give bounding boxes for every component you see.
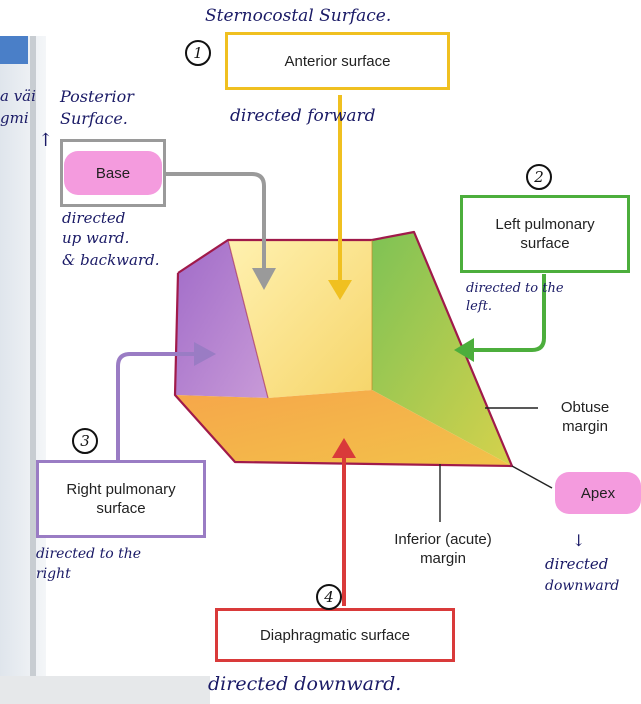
note-posterior: Posterior <box>60 87 134 106</box>
left-pulmonary-arrow <box>454 274 546 362</box>
anterior-surface-box: Anterior surface <box>225 32 450 90</box>
note-base-2: up ward. <box>62 229 130 247</box>
left-pulmonary-box: Left pulmonary surface <box>460 195 630 273</box>
diaphragmatic-face <box>175 390 512 466</box>
note-surface: Surface. <box>60 109 128 128</box>
note-apex-arrow: ↓ <box>572 531 586 550</box>
note-apex-2: downward <box>545 578 620 594</box>
note-arrow-up: ↑ <box>38 130 54 151</box>
note-right-2: right <box>36 566 71 582</box>
right-pulmonary-arrow <box>116 342 216 462</box>
apex-leader <box>511 465 553 489</box>
note-left-1: directed to the <box>466 281 564 296</box>
base-pill: Base <box>64 151 162 195</box>
obtuse-margin-label: Obtuse margin <box>560 399 610 435</box>
diaphragmatic-arrow <box>332 438 356 606</box>
note-base-3: & backward. <box>62 251 160 269</box>
diaphragmatic-surface-box: Diaphragmatic surface <box>215 608 455 662</box>
note-sternocostal: Sternocostal Surface. <box>205 6 392 26</box>
anterior-arrow <box>328 95 352 300</box>
note-anterior-direction: directed forward <box>230 106 376 126</box>
base-box: Base <box>60 139 166 207</box>
note-base-1: directed <box>62 209 126 227</box>
note-diaphragm: directed downward. <box>208 673 402 695</box>
inferior-margin-label: Inferior (acute) margin <box>394 531 492 567</box>
left-pulmonary-face <box>372 232 512 466</box>
apex-pill: Apex <box>555 472 641 514</box>
note-left-2: left. <box>466 299 493 314</box>
number-2-circle: 2 <box>526 164 552 190</box>
note-right-1: directed to the <box>36 546 142 562</box>
note-posterior-prefix: a väi <box>0 87 36 105</box>
number-1-circle: 1 <box>185 40 211 66</box>
base-arrow <box>166 172 276 290</box>
number-4-circle: 4 <box>316 584 342 610</box>
number-3-circle: 3 <box>72 428 98 454</box>
right-pulmonary-box: Right pulmonary surface <box>36 460 206 538</box>
note-surface-prefix: gmi <box>0 109 29 127</box>
note-apex-1: directed <box>545 555 609 573</box>
